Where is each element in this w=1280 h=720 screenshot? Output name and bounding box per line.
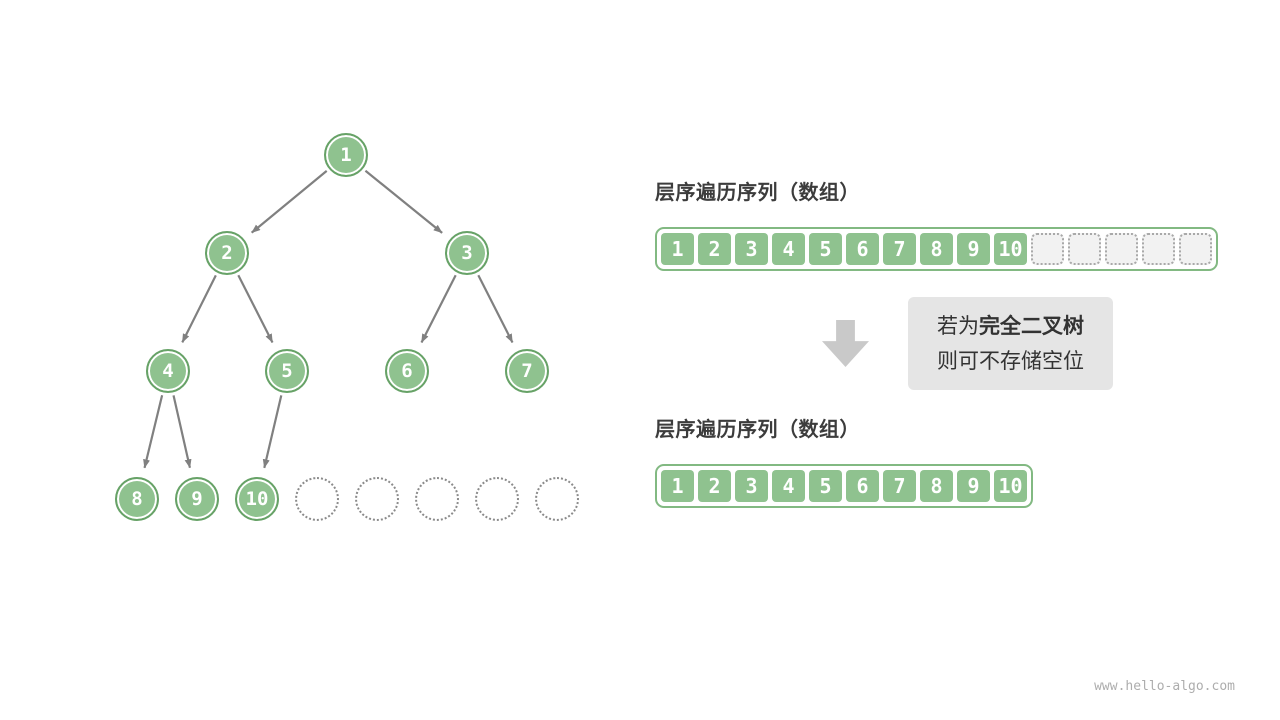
array2-label: 层序遍历序列（数组） bbox=[655, 419, 860, 441]
array2-cell-7: 7 bbox=[883, 470, 916, 502]
tree-node-5: 5 bbox=[265, 349, 309, 393]
array2-cell-5: 5 bbox=[809, 470, 842, 502]
tree-node-8: 8 bbox=[115, 477, 159, 521]
tree-edge-2-5 bbox=[237, 274, 274, 343]
array2-cell-3: 3 bbox=[735, 470, 768, 502]
tree-node-9: 9 bbox=[175, 477, 219, 521]
tree-empty-node-4 bbox=[475, 477, 519, 521]
note-line1: 若为完全二叉树 bbox=[937, 309, 1084, 344]
tree-node-7: 7 bbox=[505, 349, 549, 393]
tree-edge-5-10 bbox=[262, 395, 283, 469]
array1-empty-cell-2 bbox=[1068, 233, 1101, 265]
array1-cell-3: 3 bbox=[735, 233, 768, 265]
array1-cell-6: 6 bbox=[846, 233, 879, 265]
tree-empty-node-1 bbox=[295, 477, 339, 521]
array1-cell-10: 10 bbox=[994, 233, 1027, 265]
note-highlight: 完全二叉树 bbox=[979, 314, 1084, 338]
array2-cell-9: 9 bbox=[957, 470, 990, 502]
array1-cell-9: 9 bbox=[957, 233, 990, 265]
down-arrow-icon bbox=[822, 320, 869, 367]
array2-cell-4: 4 bbox=[772, 470, 805, 502]
tree-edge-1-2 bbox=[251, 170, 328, 234]
tree-edge-3-6 bbox=[420, 274, 457, 343]
array1-empty-cell-3 bbox=[1105, 233, 1138, 265]
array2-cell-2: 2 bbox=[698, 470, 731, 502]
tree-node-1: 1 bbox=[324, 133, 368, 177]
tree-edge-4-8 bbox=[143, 395, 164, 469]
tree-node-2: 2 bbox=[205, 231, 249, 275]
tree-edges bbox=[143, 169, 514, 469]
array1-label: 层序遍历序列（数组） bbox=[655, 182, 860, 204]
array1-cell-1: 1 bbox=[661, 233, 694, 265]
array2-cell-6: 6 bbox=[846, 470, 879, 502]
array1-empty-cell-1 bbox=[1031, 233, 1064, 265]
tree-edge-4-9 bbox=[172, 395, 192, 469]
tree-empty-node-2 bbox=[355, 477, 399, 521]
tree-edge-1-3 bbox=[364, 169, 443, 234]
tree-node-10: 10 bbox=[235, 477, 279, 521]
watermark: www.hello-algo.com bbox=[1094, 679, 1235, 694]
array1-cell-8: 8 bbox=[920, 233, 953, 265]
tree-empty-node-5 bbox=[535, 477, 579, 521]
array2-cell-10: 10 bbox=[994, 470, 1027, 502]
array2-cell-8: 8 bbox=[920, 470, 953, 502]
tree-edge-2-4 bbox=[181, 274, 217, 343]
note-prefix: 若为 bbox=[937, 314, 979, 338]
note-line2: 则可不存储空位 bbox=[937, 349, 1084, 373]
note-box: 若为完全二叉树 则可不存储空位 bbox=[908, 297, 1113, 390]
tree-node-3: 3 bbox=[445, 231, 489, 275]
tree-empty-node-3 bbox=[415, 477, 459, 521]
array1-cell-7: 7 bbox=[883, 233, 916, 265]
array1-empty-cell-5 bbox=[1179, 233, 1212, 265]
array1-cell-5: 5 bbox=[809, 233, 842, 265]
array1-empty-cell-4 bbox=[1142, 233, 1175, 265]
array1-cell-4: 4 bbox=[772, 233, 805, 265]
tree-node-4: 4 bbox=[146, 349, 190, 393]
tree-edge-3-7 bbox=[477, 274, 514, 343]
tree-node-6: 6 bbox=[385, 349, 429, 393]
array1-cell-2: 2 bbox=[698, 233, 731, 265]
array2-cell-1: 1 bbox=[661, 470, 694, 502]
